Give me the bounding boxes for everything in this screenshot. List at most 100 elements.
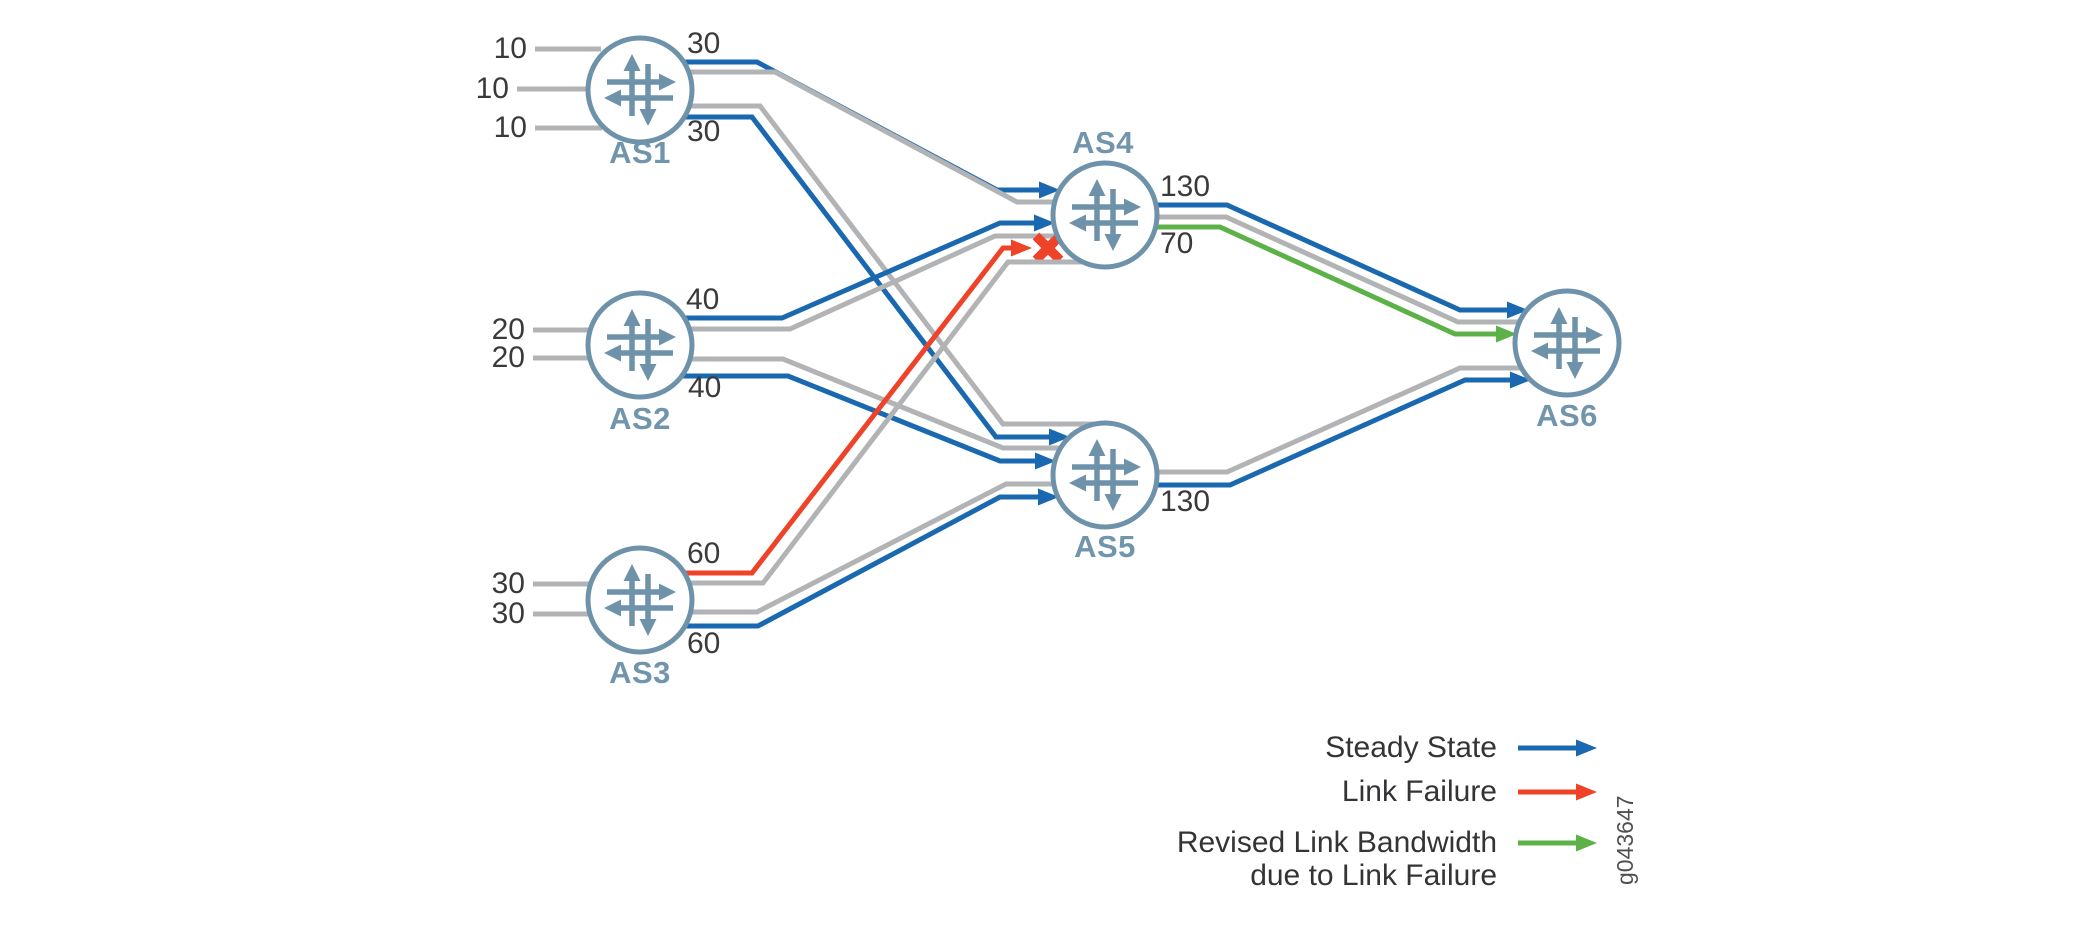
stub-bandwidth-label: 20 bbox=[492, 341, 525, 374]
router-icon-arrow-head bbox=[1088, 179, 1106, 196]
router-node-as5: AS5 bbox=[1050, 420, 1160, 564]
router-icon-arrow-head bbox=[1069, 214, 1086, 232]
router-icon-arrow-head bbox=[639, 364, 657, 381]
router-icon-arrow-head bbox=[1088, 439, 1106, 456]
link-as4-as6-steady-arrowhead bbox=[1507, 301, 1528, 319]
router-icon bbox=[1531, 307, 1603, 379]
bandwidth-label: 30 bbox=[687, 115, 720, 148]
router-icon-arrow-head bbox=[1586, 326, 1603, 344]
link-as2-as4-steady bbox=[660, 220, 1040, 321]
router-icon-arrow-head bbox=[659, 328, 676, 346]
router-circle bbox=[1050, 160, 1160, 270]
router-icon-arrow-head bbox=[1566, 362, 1584, 379]
as-label-as4: AS4 bbox=[1072, 125, 1134, 160]
link-as1-as4-physical bbox=[660, 69, 1085, 205]
legend-label: Link Failure bbox=[1342, 775, 1497, 808]
router-node-as2: AS2 bbox=[585, 290, 695, 436]
legend-arrow-failure-arrowhead bbox=[1576, 783, 1597, 801]
router-icon-arrow-head bbox=[604, 344, 621, 362]
router-icon-arrow-head bbox=[639, 619, 657, 636]
router-icon-arrow-head bbox=[623, 564, 641, 581]
link-as2-as5-steady bbox=[660, 373, 1041, 464]
link-as5-as6-steady bbox=[1125, 377, 1516, 488]
bandwidth-labels-group: 30 30 40 40 60 60 130 70 130 bbox=[686, 27, 1210, 660]
bandwidth-label: 130 bbox=[1160, 485, 1210, 518]
as-label-as2: AS2 bbox=[609, 401, 671, 436]
router-circle bbox=[585, 545, 695, 655]
router-icon-arrow-head bbox=[1531, 342, 1548, 360]
stub-bandwidth-label: 10 bbox=[476, 72, 509, 105]
legend-label: Revised Link Bandwidth bbox=[1177, 826, 1497, 859]
as-label-as3: AS3 bbox=[609, 655, 671, 690]
router-icon-arrow-head bbox=[1104, 494, 1122, 511]
link-as2-as4-steady-arrowhead bbox=[1034, 214, 1055, 232]
link-as4-as6-revised bbox=[1125, 224, 1502, 337]
figure-id-label: g043647 bbox=[1612, 795, 1638, 885]
router-node-as6: AS6 bbox=[1512, 288, 1622, 433]
router-node-as4: AS4 bbox=[1050, 125, 1160, 270]
as-label-as6: AS6 bbox=[1536, 398, 1598, 433]
stub-bandwidth-label: 30 bbox=[492, 597, 525, 630]
router-circle bbox=[585, 290, 695, 400]
link-as2-as5-physical bbox=[660, 356, 1085, 451]
router-node-as3: AS3 bbox=[585, 545, 695, 690]
legend-arrow-steady-arrowhead bbox=[1576, 739, 1597, 757]
router-circle bbox=[1050, 420, 1160, 530]
router-icon bbox=[604, 564, 676, 636]
bandwidth-label: 30 bbox=[687, 27, 720, 60]
link-as3-as4-physical bbox=[660, 259, 1090, 586]
router-icon-arrow-head bbox=[623, 54, 641, 71]
link-as1-as4-steady-arrowhead bbox=[1039, 181, 1060, 199]
router-icon-arrow-head bbox=[1550, 307, 1568, 324]
router-icon-arrow-head bbox=[659, 583, 676, 601]
link-as2-as5-steady-arrowhead bbox=[1035, 452, 1056, 470]
link-as3-as5-steady-arrowhead bbox=[1038, 488, 1059, 506]
legend-item-steady-state: Steady State bbox=[1325, 731, 1597, 764]
bandwidth-label: 40 bbox=[686, 283, 719, 316]
as-label-as1: AS1 bbox=[609, 135, 671, 170]
router-icon bbox=[604, 54, 676, 126]
link-as4-as6-physical bbox=[1125, 214, 1547, 325]
link-failure-x-icon bbox=[1032, 232, 1064, 264]
router-icon-arrow-head bbox=[1124, 458, 1141, 476]
link-as3-as4-failure-arrowhead bbox=[1011, 239, 1032, 257]
legend-label: Steady State bbox=[1325, 731, 1497, 764]
router-icon-arrow-head bbox=[1069, 474, 1086, 492]
bandwidth-label: 40 bbox=[688, 371, 721, 404]
legend-label: due to Link Failure bbox=[1250, 859, 1497, 892]
bandwidth-label: 60 bbox=[687, 627, 720, 660]
stub-bandwidth-label: 10 bbox=[494, 32, 527, 65]
as-label-as5: AS5 bbox=[1074, 529, 1136, 564]
legend-arrow-revised-arrowhead bbox=[1576, 834, 1597, 852]
router-icon-arrow-head bbox=[1124, 198, 1141, 216]
link-as5-as6-steady-arrowhead bbox=[1510, 371, 1531, 389]
router-icon bbox=[1069, 179, 1141, 251]
router-icon-arrow-head bbox=[604, 89, 621, 107]
links-group bbox=[660, 59, 1547, 629]
link-as1-as5-steady-arrowhead bbox=[1049, 428, 1070, 446]
stub-bandwidth-label: 30 bbox=[492, 567, 525, 600]
router-icon bbox=[1069, 439, 1141, 511]
router-icon-arrow-head bbox=[1104, 234, 1122, 251]
router-icon-arrow-head bbox=[639, 109, 657, 126]
legend-item-link-failure: Link Failure bbox=[1342, 775, 1597, 808]
link-as3-as5-physical bbox=[660, 481, 1085, 615]
router-icon-arrow-head bbox=[604, 599, 621, 617]
link-as4-as6-steady bbox=[1125, 202, 1513, 313]
link-as5-as6-physical bbox=[1125, 365, 1547, 475]
router-icon-arrow-head bbox=[623, 309, 641, 326]
link-as1-as5-physical bbox=[660, 103, 1100, 427]
stub-bandwidth-label: 10 bbox=[494, 111, 527, 144]
link-as3-as4-failure bbox=[660, 245, 1017, 576]
router-circle bbox=[585, 35, 695, 145]
bandwidth-label: 60 bbox=[687, 537, 720, 570]
router-icon bbox=[604, 309, 676, 381]
router-circle bbox=[1512, 288, 1622, 398]
bandwidth-label: 130 bbox=[1160, 170, 1210, 203]
bandwidth-label: 70 bbox=[1160, 227, 1193, 260]
